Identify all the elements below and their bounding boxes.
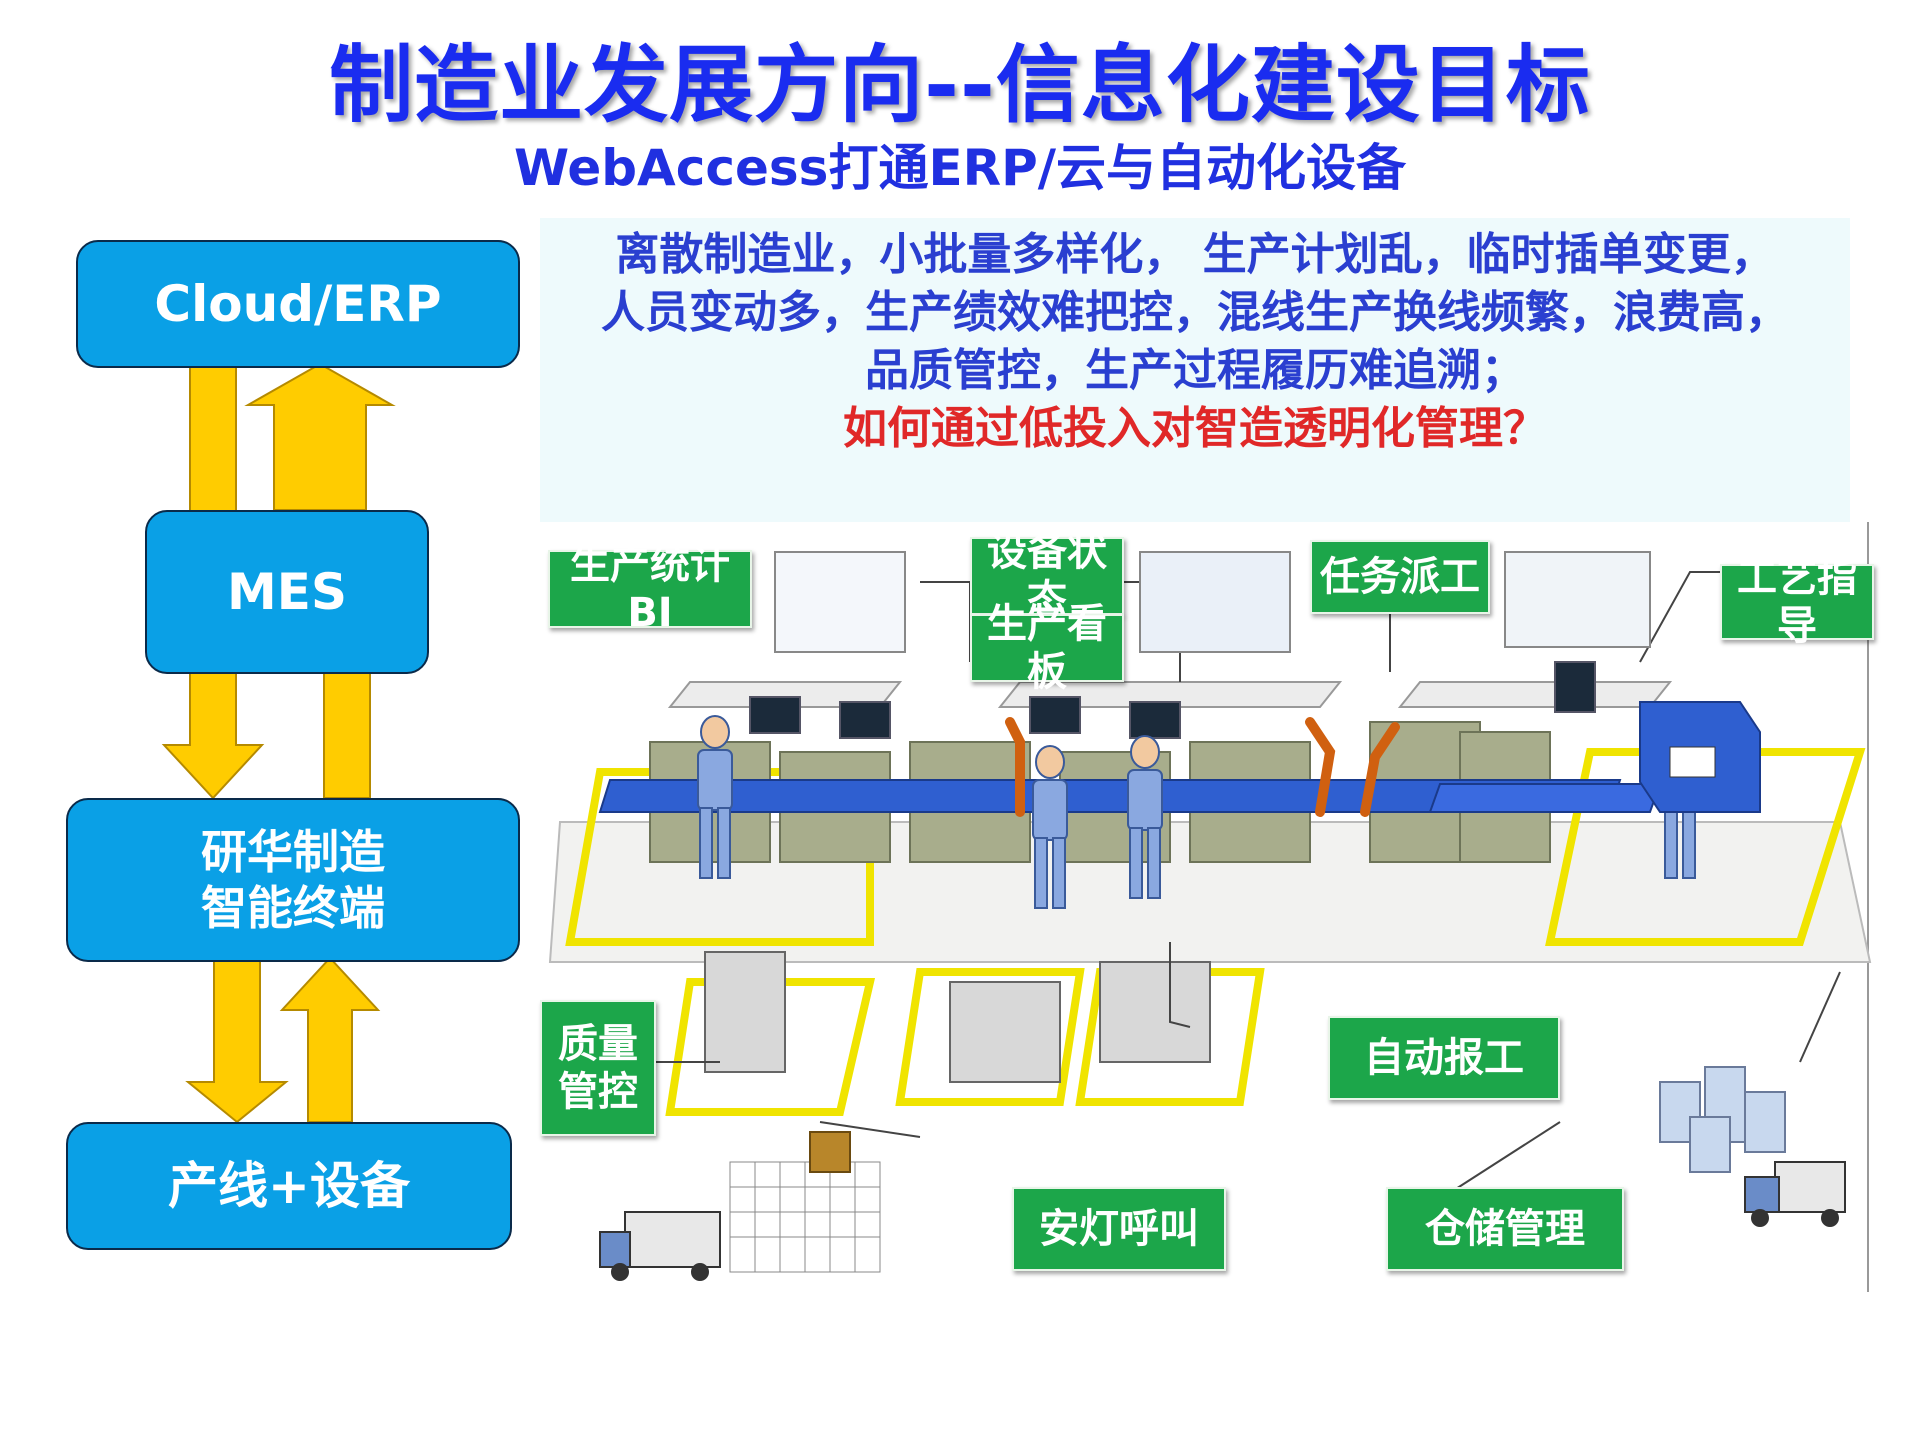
problem-line-1: 离散制造业，小批量多样化， 生产计划乱，临时插单变更， [615, 229, 1775, 280]
robot-arms [1005, 717, 1400, 817]
arrow-mes-to-terminal [161, 669, 265, 800]
factory-illustration: 生产统计BI 设备状态 生产看板 任务派工 工艺指导 质量 管控 自动报工 安灯… [540, 522, 1876, 1292]
dashboard-screens [774, 551, 1651, 653]
carts [704, 951, 1211, 1083]
tag-warehouse: 仓储管理 [1386, 1187, 1624, 1271]
floor-zone-outline-mid [895, 968, 1085, 1106]
overhead-rail-2 [997, 681, 1343, 708]
conveyor-right [1428, 783, 1662, 813]
arrow-terminal-to-line [185, 957, 289, 1124]
tag-quality-control: 质量 管控 [540, 1000, 656, 1136]
truck-right [1744, 1161, 1846, 1227]
problem-text: 离散制造业，小批量多样化， 生产计划乱，临时插单变更， 人员变动多，生产绩效难把… [540, 226, 1850, 458]
mes-box: MES [145, 510, 429, 674]
arrow-mes-to-cloud [244, 362, 396, 511]
flow-arrows [161, 362, 396, 1124]
production-line-box: 产线+设备 [66, 1122, 512, 1250]
problem-panel [540, 218, 1850, 528]
arrow-cloud-to-mes [189, 363, 237, 513]
tag-production-kanban: 生产看板 [970, 601, 1124, 695]
arrow-terminal-to-mes [323, 669, 371, 799]
tag-task-dispatch: 任务派工 [1310, 540, 1490, 614]
truck-left [599, 1211, 721, 1281]
smart-terminal-box: 研华制造 智能终端 [66, 798, 520, 962]
factory-scene [548, 522, 1872, 1292]
floor-grid [729, 1161, 881, 1273]
tag-production-bi: 生产统计BI [548, 542, 752, 636]
problem-question: 如何通过低投入对智造透明化管理？ [843, 403, 1547, 454]
problem-line-3: 品质管控，生产过程履历难追溯； [865, 345, 1525, 396]
pallet-box [809, 1131, 851, 1173]
arrow-line-to-terminal [279, 956, 381, 1123]
tag-device-status: 设备状态 [970, 529, 1124, 623]
tag-auto-report: 自动报工 [1328, 1016, 1560, 1100]
floor-zone-outline-right [1545, 748, 1866, 946]
monitors [749, 661, 1596, 739]
page-subtitle: WebAccess打通ERP/云与自动化设备 [513, 139, 1407, 197]
problem-line-2: 人员变动多，生产绩效难把控，混线生产换线频繁，浪费高， [601, 287, 1789, 338]
cloud-erp-box: Cloud/ERP [76, 240, 520, 368]
page-title: 制造业发展方向--信息化建设目标 [329, 36, 1591, 134]
buildings [1659, 1066, 1786, 1173]
tag-process-guide: 工艺指导 [1720, 555, 1874, 649]
overhead-rail-3 [1397, 681, 1673, 708]
tag-andon-call: 安灯呼叫 [1012, 1187, 1226, 1271]
floor-zone-outline-left [665, 978, 876, 1116]
